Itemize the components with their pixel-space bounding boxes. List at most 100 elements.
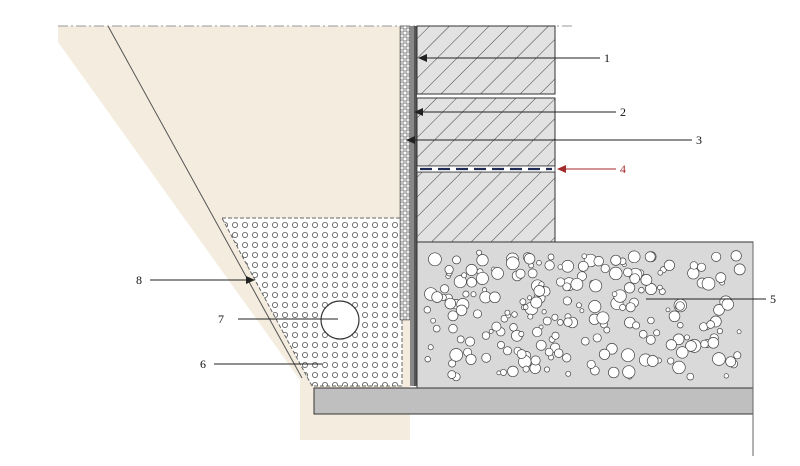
aggregate-stone <box>629 273 640 284</box>
callout-5: 5 <box>646 292 776 306</box>
aggregate-stone <box>488 329 494 334</box>
aggregate-stone <box>476 254 489 267</box>
aggregate-stone <box>593 256 604 267</box>
callout-3: 3 <box>406 133 702 147</box>
callout-1: 1 <box>418 51 610 65</box>
aggregate-stone <box>561 260 574 273</box>
aggregate-stone <box>586 359 596 369</box>
aggregate-stone <box>644 251 656 263</box>
aggregate-stone <box>712 352 726 366</box>
aggregate-stone <box>496 370 502 376</box>
aggregate-stone <box>491 321 502 332</box>
aggregate-stone <box>683 334 690 341</box>
callout-7: 7 <box>218 312 338 326</box>
aggregate-stone <box>544 347 554 357</box>
aggregate-stone <box>723 373 729 379</box>
aggregate-stone <box>646 355 659 367</box>
aggregate-stone <box>515 268 526 279</box>
aggregate-stone <box>721 298 734 311</box>
callout-label-2: 2 <box>620 105 626 119</box>
aggregate-stone <box>519 298 527 306</box>
aggregate-stone <box>609 266 623 281</box>
gravel-drainage-layer <box>221 217 403 387</box>
aggregate-stone <box>447 310 459 322</box>
callout-2: 2 <box>414 105 626 119</box>
aggregate-stone <box>570 277 584 291</box>
aggregate-stone <box>516 349 527 359</box>
aggregate-stone <box>491 267 504 280</box>
callout-label-5: 5 <box>770 292 776 306</box>
aggregate-stone <box>551 331 560 340</box>
aggregate-stone <box>686 372 695 381</box>
aggregate-stone <box>430 317 436 324</box>
aggregate-stone <box>730 250 742 262</box>
aggregate-stone <box>547 253 555 261</box>
aggregate-stone <box>563 317 573 327</box>
aggregate-stone <box>713 304 725 316</box>
dimpled-membrane <box>399 25 411 321</box>
aggregate-stone <box>473 309 482 319</box>
aggregate-stone <box>444 297 457 310</box>
aggregate-stone <box>482 287 487 293</box>
aggregate-stone <box>444 265 454 275</box>
aggregate-stone <box>589 279 603 293</box>
aggregate-stone <box>562 282 572 292</box>
aggregate-stone <box>542 316 552 326</box>
aggregate-stone <box>588 300 602 314</box>
aggregate-stone <box>733 351 742 360</box>
aggregate-stone <box>432 324 441 333</box>
aggregate-stone <box>466 277 477 288</box>
aggregate-stone <box>522 304 529 310</box>
aggregate-stone <box>627 250 641 264</box>
aggregate-stone <box>668 310 681 323</box>
aggregate-stone <box>685 340 697 352</box>
aggregate-stone <box>503 346 512 356</box>
aggregate-stone <box>700 339 709 349</box>
aggregate-stone <box>481 352 492 363</box>
aggregate-stone <box>657 284 663 291</box>
aggregate-stone <box>672 360 686 375</box>
aggregate-stone <box>530 296 543 309</box>
waterproofing-layer <box>410 26 414 386</box>
aggregate-stone <box>577 260 589 272</box>
aggregate-stone <box>565 370 572 377</box>
aggregate-stone <box>465 353 477 365</box>
aggregate-stone <box>453 275 467 289</box>
base-slab <box>313 387 754 415</box>
aggregate-stone <box>535 339 547 351</box>
aggregate-stone <box>481 331 491 340</box>
aggregate-stone <box>427 344 434 351</box>
aggregate-stone <box>500 368 507 376</box>
aggregate-stone <box>619 303 627 311</box>
aggregate-stone <box>581 336 590 346</box>
aggregate-stone <box>489 291 501 304</box>
aggregate-stone <box>676 346 689 359</box>
aggregate-stone <box>592 333 602 343</box>
aggregate-stone <box>527 268 538 279</box>
block-wall-lower <box>416 171 556 243</box>
primer-layer <box>414 26 417 386</box>
aggregate-stone <box>638 330 648 339</box>
aggregate-stone <box>632 321 641 330</box>
aggregate-stone <box>638 287 645 294</box>
aggregate-stone <box>456 335 465 344</box>
aggregate-stone <box>689 261 699 270</box>
aggregate-stone <box>598 348 611 360</box>
aggregate-stone <box>541 309 547 315</box>
aggregate-stone <box>452 255 461 265</box>
aggregate-stone <box>611 291 618 297</box>
aggregate-stone <box>576 302 582 309</box>
aggregate-stone <box>449 348 463 362</box>
aggregate-stone <box>431 291 443 303</box>
callout-8: 8 <box>136 273 255 287</box>
aggregate-stone <box>522 365 530 373</box>
aggregate-stone <box>725 356 737 368</box>
aggregate-stone <box>536 260 542 266</box>
aggregate-stone <box>716 328 723 335</box>
aggregate-stone <box>527 295 533 301</box>
aggregate-stone <box>562 296 572 306</box>
aggregate-stone <box>556 277 566 287</box>
aggregate-stone <box>461 272 468 279</box>
aggregate-stone <box>533 285 546 297</box>
